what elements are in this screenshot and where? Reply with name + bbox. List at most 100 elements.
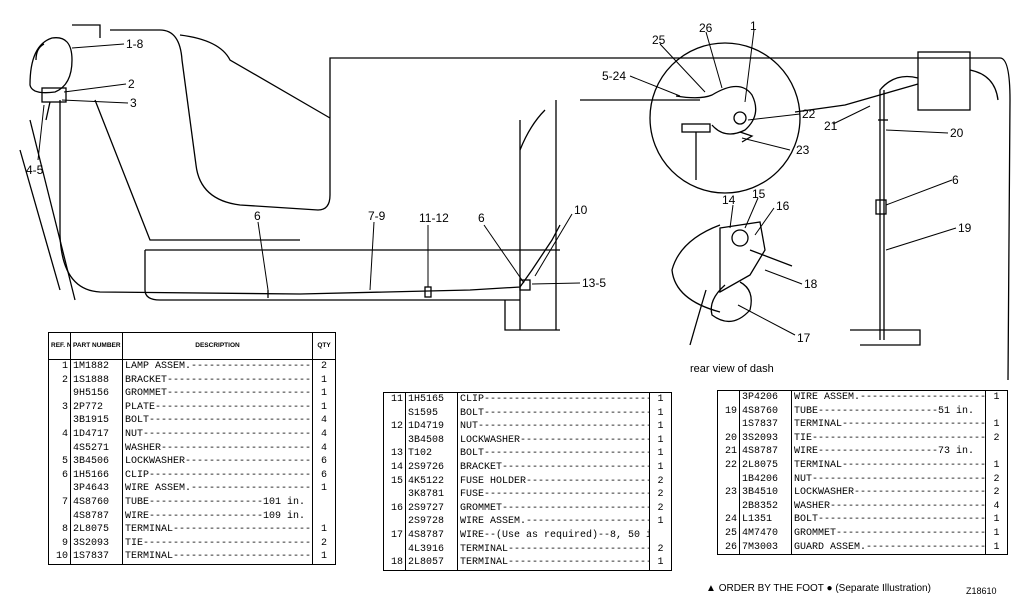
table-row: 82L8075TERMINAL-------------------------… <box>48 523 336 537</box>
description-text: BRACKET <box>125 374 168 386</box>
part-number-cell: 4S8760 <box>73 496 110 508</box>
table-row: 182L8057TERMINAL------------------------… <box>383 556 672 571</box>
legend: ▲ ORDER BY THE FOOT ● (Separate Illustra… <box>706 583 931 594</box>
description-cell: FUSE HOLDER------------------------- <box>457 474 650 489</box>
ref-cell: 8 <box>48 523 71 537</box>
leader-dashes: -------------------------------- <box>149 469 312 481</box>
description-text: TERMINAL <box>794 419 843 431</box>
ref-cell: ▲19 <box>717 404 740 419</box>
qty-cell: 1 <box>649 515 672 529</box>
ref-number: 9 <box>61 537 68 549</box>
description-text: TERMINAL <box>125 551 174 563</box>
description-text: LAMP ASSEM. <box>125 361 192 372</box>
ref-cell: ▲7 <box>48 495 71 510</box>
ref-number: 25 <box>724 527 737 539</box>
ref-cell: 22 <box>717 458 740 473</box>
description-cell: BOLT-------------------------------- <box>457 406 650 421</box>
ref-cell <box>48 441 71 456</box>
table-row: 21S1888BRACKET--------------------------… <box>48 373 336 388</box>
part-number-cell: 4S5271 <box>73 442 110 454</box>
ref-number: 22 <box>724 459 737 471</box>
qty-cell <box>649 528 672 543</box>
header-part-number: PART NUMBER <box>70 332 123 360</box>
leader-dashes: ------------------------- <box>526 516 649 528</box>
leader-lines <box>37 29 957 336</box>
part-number-cell: 2B8352 <box>742 500 779 512</box>
ref-cell: 9 <box>48 536 71 551</box>
tractor-body-outline <box>19 24 1011 380</box>
length-value: 101 in. <box>263 496 306 508</box>
ref-cell <box>383 515 406 529</box>
part-number-cell: 2P772 <box>73 401 104 413</box>
callout-11-12: 11-12 <box>419 211 449 225</box>
callout-1b: 1 <box>750 19 757 33</box>
description-cell: LAMP ASSEM.------------------------- <box>122 358 313 374</box>
description-cell: TUBE-------------------101 in. <box>122 495 313 510</box>
table-row: 3B1915BOLT------------------------------… <box>48 414 336 428</box>
description-cell: NUT--------------------------------- <box>457 420 650 434</box>
ref-cell: 14 <box>383 460 406 475</box>
qty-cell: 2 <box>312 358 336 374</box>
ref-number: 14 <box>390 461 403 473</box>
description-text: LOCKWASHER <box>125 456 186 468</box>
table-row: 101S7837TERMINAL------------------------… <box>48 550 336 565</box>
qty-cell: 2 <box>649 474 672 489</box>
table-row: 3K8781FUSE------------------------------… <box>383 488 672 502</box>
ref-cell: ▲ <box>48 509 71 524</box>
qty-cell: 1 <box>649 460 672 475</box>
parts-table-2-body: 111H5165CLIP----------------------------… <box>383 391 672 571</box>
ref-number: 5 <box>61 456 68 468</box>
qty-cell: 4 <box>312 414 336 428</box>
leader-dashes: ------------------------- <box>191 361 312 372</box>
leader-dashes: -------------------------------- <box>484 448 649 460</box>
ref-cell: 16 <box>383 501 406 516</box>
callout-25: 25 <box>652 33 666 47</box>
part-number-cell: 4S8787 <box>742 446 779 458</box>
ref-cell: 6 <box>48 468 71 483</box>
ref-cell <box>383 433 406 448</box>
table-header: REF. NO. PART NUMBER DESCRIPTION QTY <box>48 332 336 360</box>
leader-dashes: -------------------------- <box>185 456 312 468</box>
qty-cell: 2 <box>985 431 1008 446</box>
callout-19: 19 <box>958 221 972 235</box>
qty-cell <box>985 445 1008 459</box>
leader-dashes: ---------------------------- <box>173 524 312 536</box>
table-row: 32P772PLATE-----------------------------… <box>48 400 336 415</box>
qty-cell: 2 <box>649 542 672 557</box>
ref-number: 24 <box>724 514 737 526</box>
description-cell: GUARD ASSEM.------------------------ <box>791 540 986 556</box>
description-text: NUT <box>794 473 813 485</box>
leader-dashes: ------------------------------- <box>155 401 312 413</box>
leader-dashes: ----------------------------- <box>502 461 649 473</box>
description-cell: CLIP-------------------------------- <box>122 468 313 483</box>
qty-cell: 1 <box>312 373 336 388</box>
ref-number: 11 <box>390 394 403 405</box>
description-cell: TUBE--------------------51 in. <box>791 404 986 419</box>
leader-dashes: --------------------------------- <box>143 428 312 440</box>
description-cell: NUT--------------------------------- <box>791 472 986 487</box>
callout-6c: 6 <box>952 173 959 187</box>
leader-dashes: -------------------------------- <box>818 514 986 526</box>
ref-cell: 4 <box>48 427 71 442</box>
description-cell: WIRE ASSEM.------------------------- <box>457 515 650 529</box>
ref-cell <box>383 542 406 557</box>
table-row: 111H5165CLIP----------------------------… <box>383 391 672 407</box>
ref-cell: 5 <box>48 455 71 469</box>
leader-dashes: ------------------- <box>149 496 264 508</box>
qty-cell: 1 <box>649 556 672 571</box>
table-row: S1595BOLT-------------------------------… <box>383 406 672 421</box>
callout-4-5: 4-5 <box>26 163 44 177</box>
qty-cell: 2 <box>649 501 672 516</box>
callout-5-24: 5-24 <box>602 69 626 83</box>
length-value: 51 in. <box>938 405 975 417</box>
leader-dashes: ---------------------------- <box>508 557 649 569</box>
qty-cell: 1 <box>985 526 1008 541</box>
qty-cell <box>312 509 336 524</box>
description-cell: FUSE-------------------------------- <box>457 488 650 502</box>
table-row: 3B4508LOCKWASHER------------------------… <box>383 433 672 448</box>
